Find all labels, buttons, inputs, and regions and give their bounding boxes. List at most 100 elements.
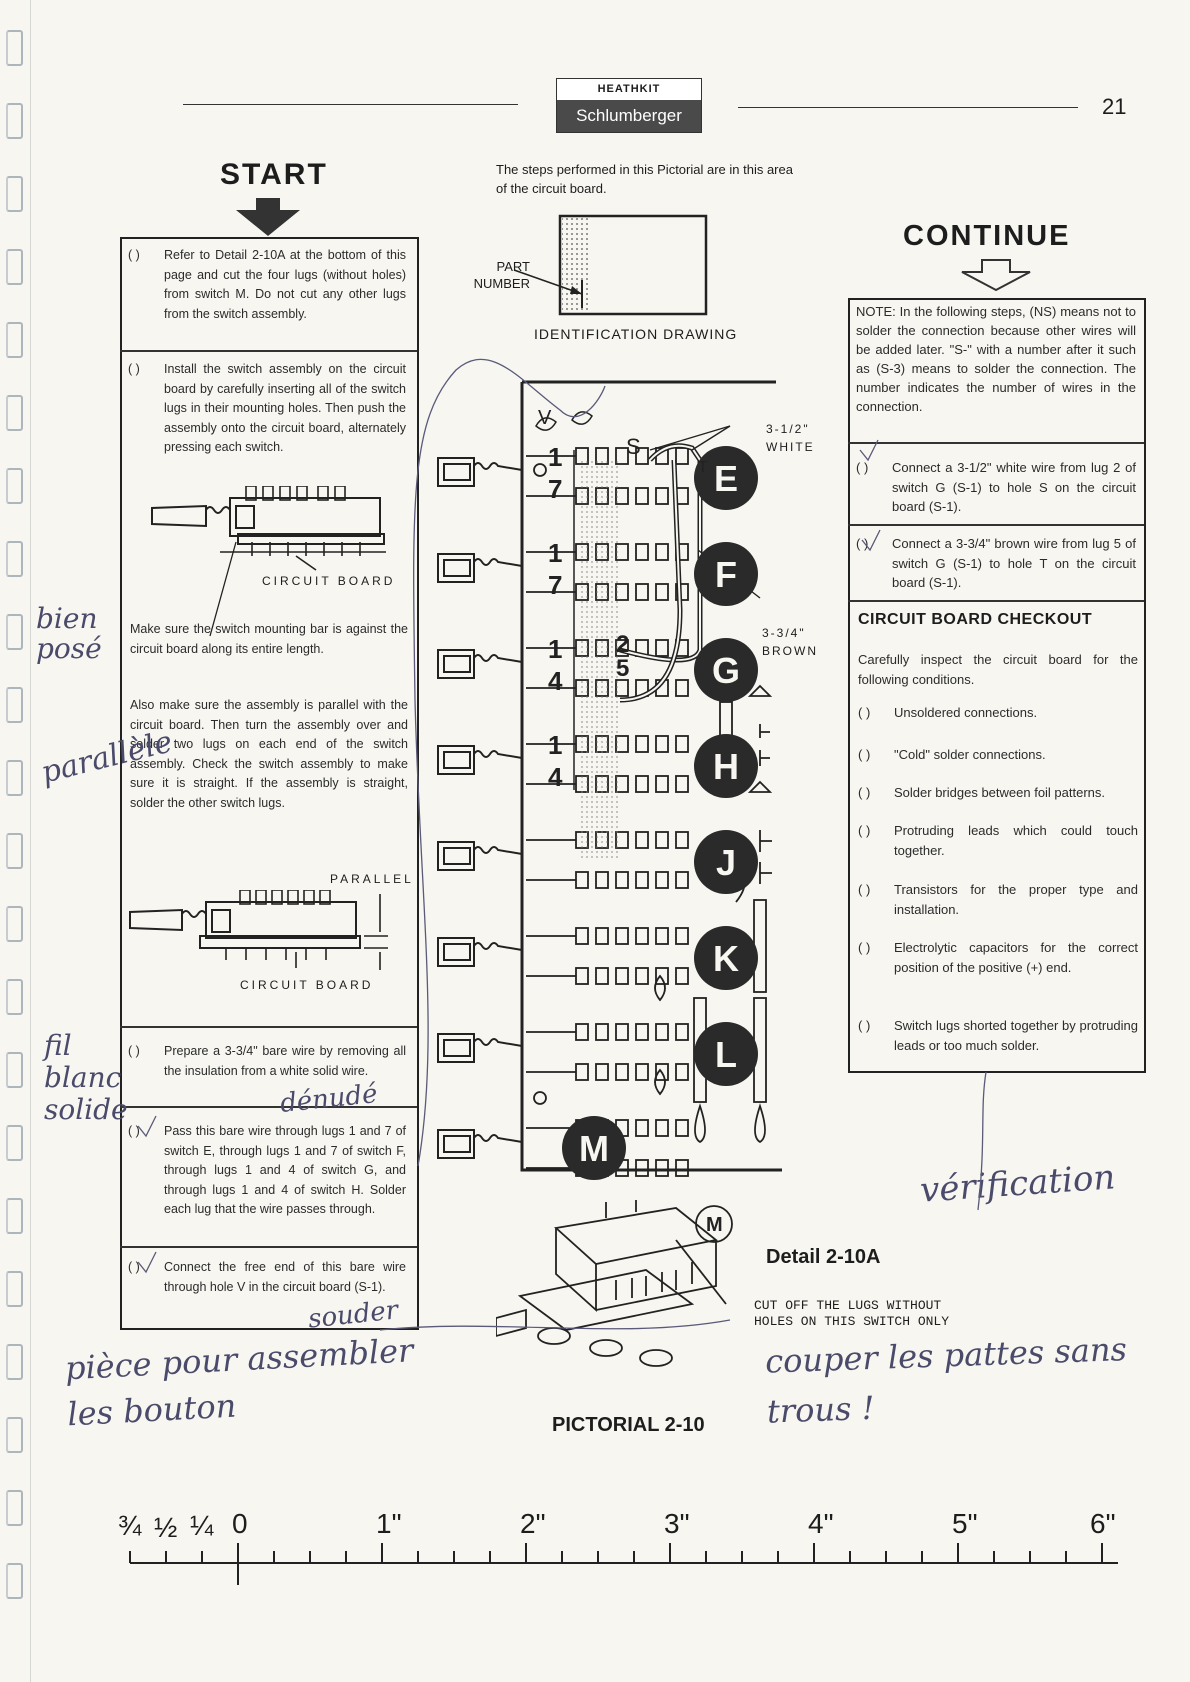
- switch-lug: [595, 1023, 609, 1041]
- switch-lug: [615, 871, 629, 889]
- lug-number: 1: [548, 538, 562, 568]
- switch-lug: [635, 871, 649, 889]
- note-block: NOTE: In the following steps, (NS) means…: [856, 302, 1136, 416]
- switch-letter: L: [715, 1034, 737, 1075]
- binder-hole: [6, 1125, 23, 1161]
- switch-lug: [635, 1119, 649, 1137]
- switch-letter: E: [714, 458, 738, 499]
- pictorial-caption: PICTORIAL 2-10: [552, 1414, 705, 1436]
- lug-number: 1: [548, 730, 562, 760]
- checkbox[interactable]: ( ): [858, 823, 871, 838]
- divider: [120, 1106, 417, 1108]
- switch-badge: [694, 830, 758, 894]
- identification-caption: IDENTIFICATION DRAWING: [534, 326, 738, 342]
- checkbox[interactable]: ( ): [858, 705, 871, 720]
- ruler-inch-4: 4": [808, 1508, 834, 1539]
- switch-lug: [655, 583, 669, 601]
- divider: [120, 1246, 417, 1248]
- switch-lug: [635, 927, 649, 945]
- step-text: Connect a 3-1/2" white wire from lug 2 o…: [892, 460, 1136, 514]
- checkbox[interactable]: ( ): [858, 940, 871, 955]
- switch-lug: [655, 543, 669, 561]
- step-white-wire: ( ) Connect a 3-1/2" white wire from lug…: [856, 458, 1136, 517]
- switch-lug: [595, 927, 609, 945]
- step-text: Install the switch assembly on the circu…: [164, 362, 406, 454]
- switch-lug: [675, 967, 689, 985]
- checkbox[interactable]: ( ): [128, 1044, 140, 1058]
- checkbox[interactable]: ( ): [858, 747, 871, 762]
- binder-hole: [6, 395, 23, 431]
- checkbox[interactable]: ( ): [128, 1124, 140, 1138]
- handwriting-note: fil blanc solide: [44, 1029, 128, 1126]
- switch-lug: [655, 775, 669, 793]
- checkbox[interactable]: ( ): [128, 362, 140, 376]
- switch-knob: [437, 745, 523, 775]
- lug-number: 7: [548, 474, 562, 504]
- checkout-title: CIRCUIT BOARD CHECKOUT: [858, 611, 1093, 628]
- switch-lug: [635, 487, 649, 505]
- parallel-note: Also make sure the assembly is parallel …: [128, 696, 408, 813]
- checkbox[interactable]: ( ): [128, 248, 140, 262]
- checkbox[interactable]: ( ): [858, 882, 871, 897]
- step-install-switch: ( ) Install the switch assembly on the c…: [128, 360, 406, 458]
- switch-lug: [615, 967, 629, 985]
- label-t: T: [698, 459, 708, 476]
- continue-title: CONTINUE: [903, 220, 1071, 252]
- lug-number: 7: [548, 570, 562, 600]
- start-arrow-icon: [236, 198, 300, 236]
- switch-lug: [675, 871, 689, 889]
- header-rule-right: [738, 107, 1078, 108]
- switch-lug: [635, 831, 649, 849]
- switch-lug: [655, 487, 669, 505]
- note-text: Make sure the switch mounting bar is aga…: [130, 622, 408, 656]
- note-text: NOTE: In the following steps, (NS) means…: [856, 304, 1136, 414]
- switch-lug: [675, 735, 689, 753]
- switch-knob: [437, 1129, 523, 1159]
- detail-title: Detail 2-10A: [766, 1246, 881, 1268]
- checkbox[interactable]: ( ): [128, 1260, 140, 1274]
- checkbox[interactable]: ( ): [856, 460, 869, 475]
- note-text: Also make sure the assembly is parallel …: [130, 698, 408, 810]
- switch-lug: [595, 1063, 609, 1081]
- checkout-item: ( ) Switch lugs shorted together by prot…: [858, 1016, 1138, 1055]
- binder-hole: [6, 1052, 23, 1088]
- divider: [848, 442, 1144, 444]
- binder-hole: [6, 1563, 23, 1599]
- switch-lug: [595, 871, 609, 889]
- binder-hole: [6, 687, 23, 723]
- identification-drawing: [513, 214, 708, 316]
- checkout-item: ( ) Unsoldered connections.: [858, 703, 1138, 723]
- switch-assembly-parallel-drawing: [129, 890, 388, 970]
- circuit-board-label-1: CIRCUIT BOARD: [262, 574, 396, 588]
- switch-badge: [694, 638, 758, 702]
- ruler-inch-2: 2": [520, 1508, 546, 1539]
- step-text: Connect the free end of this bare wire t…: [164, 1260, 406, 1294]
- checkbox[interactable]: ( ): [856, 536, 869, 551]
- step-text: Prepare a 3-3/4" bare wire by removing a…: [164, 1044, 406, 1078]
- ruler-inch-0: 0: [232, 1508, 248, 1539]
- continue-arrow-icon: [961, 259, 1031, 292]
- step-pass-wire: ( ) Pass this bare wire through lugs 1 a…: [128, 1122, 406, 1220]
- switch-lug: [675, 1023, 689, 1041]
- switch-letter: G: [712, 650, 740, 691]
- ruler-inch-1: 1": [376, 1508, 402, 1539]
- step-text: Connect a 3-3/4" brown wire from lug 5 o…: [892, 536, 1136, 590]
- g-lug-5: 5: [616, 655, 629, 682]
- checkout-text: Unsoldered connections.: [894, 705, 1038, 720]
- binder-hole: [6, 249, 23, 285]
- part-number-label: PART NUMBER: [473, 259, 530, 291]
- binder-hole: [6, 176, 23, 212]
- checkbox[interactable]: ( ): [858, 1018, 871, 1033]
- checkout-item: ( ) Solder bridges between foil patterns…: [858, 783, 1138, 803]
- checkbox[interactable]: ( ): [858, 785, 871, 800]
- lug-number: 1: [548, 442, 562, 472]
- switch-letter: K: [713, 938, 739, 979]
- checkout-item: ( ) Protruding leads which could touch t…: [858, 821, 1138, 860]
- binder-hole: [6, 906, 23, 942]
- step-text: Pass this bare wire through lugs 1 and 7…: [164, 1124, 406, 1216]
- binder-spine: [30, 0, 31, 1682]
- detail-switch-label: M: [706, 1214, 723, 1236]
- parallel-label: PARALLEL: [330, 872, 414, 886]
- step-connect-free-end: ( ) Connect the free end of this bare wi…: [128, 1258, 406, 1297]
